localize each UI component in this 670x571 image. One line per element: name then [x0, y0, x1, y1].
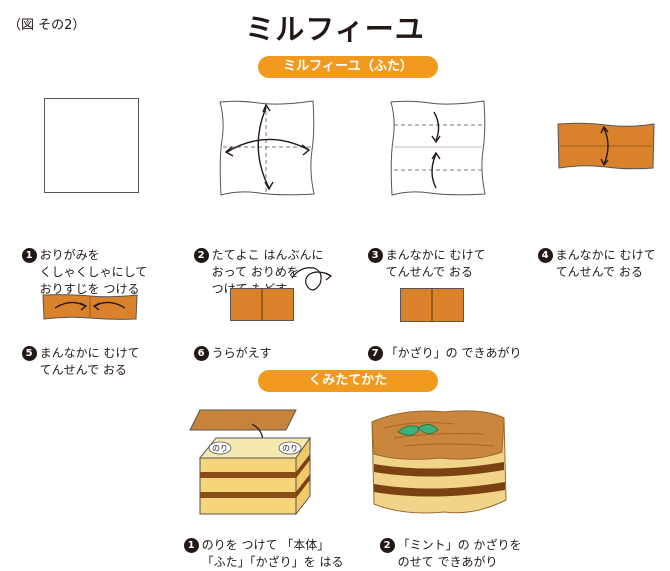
- assembly-step2-diagram: [371, 410, 507, 514]
- step-text: のりを つけて 「本体」 「ふた」「かざり」を はる: [201, 538, 344, 569]
- section-header-assembly: くみたてかた: [258, 370, 438, 392]
- step1-diagram: [44, 98, 139, 193]
- step3-diagram: [390, 100, 486, 196]
- figure-label: （図 その2）: [8, 18, 86, 33]
- step-number-badge: 2: [379, 538, 395, 553]
- step2-diagram: [219, 100, 315, 196]
- glue-label-left: のり: [212, 444, 228, 453]
- step-text: 「ミント」の かざりを のせて できあがり: [397, 538, 522, 569]
- section-header-lid: ミルフィーユ（ふた）: [258, 56, 438, 78]
- step-text: まんなかに むけて てんせんで おる: [385, 248, 486, 279]
- step5-diagram: [42, 294, 138, 320]
- step-number-badge: 3: [367, 248, 383, 263]
- step-text: まんなかに むけて てんせんで おる: [39, 346, 140, 377]
- step6-diagram: [230, 267, 333, 321]
- step7-diagram: [400, 288, 464, 322]
- step-text: うらがえす: [211, 346, 272, 360]
- step-text: おりがみを くしゃくしゃにして おりすじを つける: [39, 248, 148, 296]
- assembly-step1-diagram: のり のり: [189, 409, 311, 516]
- glue-label-right: のり: [282, 444, 298, 453]
- step-number-badge: 7: [367, 346, 383, 361]
- page-title: ミルフィーユ: [245, 12, 425, 46]
- step-number-badge: 2: [193, 248, 209, 263]
- step-number-badge: 6: [193, 346, 209, 361]
- step-number-badge: 4: [537, 248, 553, 263]
- step-text: 「かざり」の できあがり: [385, 346, 522, 360]
- assembly-step-2-label: 2「ミント」の かざりを のせて できあがり: [372, 520, 521, 571]
- step-number-badge: 1: [183, 538, 199, 553]
- step-7-label: 7「かざり」の できあがり: [360, 328, 521, 362]
- step4-diagram: [557, 122, 655, 170]
- step-text: まんなかに むけて てんせんで おる: [555, 248, 656, 279]
- step-number-badge: 5: [21, 346, 37, 361]
- step-number-badge: 1: [21, 248, 37, 263]
